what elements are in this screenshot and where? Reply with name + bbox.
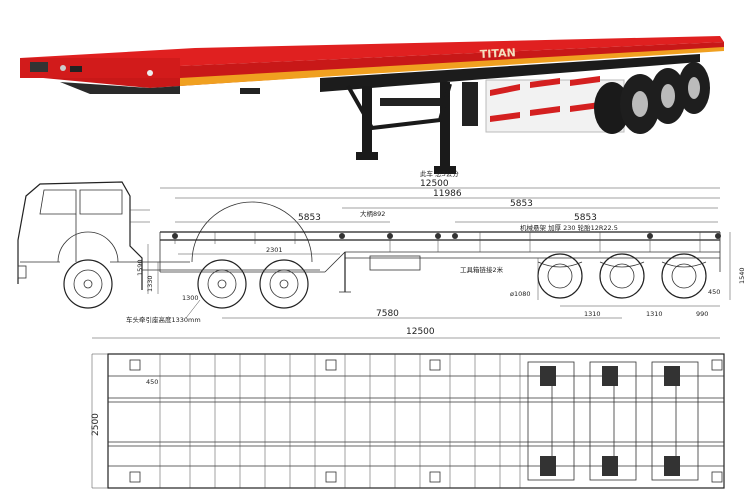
dim-height-deck: 1590 (136, 259, 144, 276)
dim-axle-spacing-2: 1310 (646, 310, 663, 318)
dim-width: 2500 (91, 413, 101, 436)
lock-plates (129, 359, 723, 483)
photo-wheels (594, 62, 710, 134)
dim-kingpin: 2301 (266, 246, 283, 254)
plan-view: 2500 450 (91, 353, 725, 489)
landing-leg-2 (440, 82, 450, 170)
gooseneck-under (60, 82, 180, 94)
label-spare: 大柄892 (360, 209, 385, 218)
front-light-center (60, 65, 66, 71)
deck-top (20, 36, 724, 66)
tractor-cab (17, 181, 320, 309)
plan-outline (107, 353, 725, 489)
dim-seg-left: 5853 (298, 213, 321, 223)
dim-lock-offset: 450 (146, 378, 158, 386)
reflector-6 (570, 102, 600, 112)
cross-members (159, 354, 521, 488)
twist-locks (172, 233, 721, 239)
front-connector (70, 66, 82, 72)
dim-axle-spacing-1: 1310 (584, 310, 601, 318)
dim-deck: 11986 (433, 189, 462, 199)
landing-foot-1 (356, 152, 378, 160)
dim-kingpin-offset: 1300 (182, 294, 199, 302)
side-dimensions: 12500 11986 5853 5853 5853 大柄892 机械悬架 加厚… (92, 179, 746, 339)
landing-brace (346, 83, 452, 131)
dim-overall-side: 12500 (420, 179, 449, 189)
crank-bar (380, 98, 440, 106)
brand-text: TITAN (479, 46, 516, 61)
dim-seg-top-right: 5853 (510, 199, 533, 209)
dim-rear-overhang: 990 (696, 310, 708, 318)
deck-stripe (180, 47, 724, 86)
reflector-2 (530, 78, 560, 88)
deck-side (22, 42, 724, 88)
dim-seg-right: 5853 (574, 213, 597, 223)
deck-front (20, 58, 180, 78)
label-suspension: 机械悬架 加厚 230 轮胎12R22.5 (520, 223, 618, 232)
label-toolbox: 工具箱链接2米 (460, 265, 504, 274)
deck-stakes (174, 232, 701, 252)
front-light-left (30, 62, 48, 72)
landing-foot-2 (434, 166, 456, 174)
dim-overall-bottom: 12500 (406, 327, 435, 337)
dim-rear-height: 1540 (738, 267, 746, 284)
front-light-right (147, 70, 153, 76)
side-wheels (537, 253, 707, 299)
spare-bracket (462, 82, 478, 126)
label-fifth-wheel: 车头牵引座高度1330mm (126, 315, 201, 324)
dim-tire: ø1080 (510, 290, 531, 298)
side-view: 12500 11986 5853 5853 5853 大柄892 机械悬架 加厚… (17, 179, 746, 339)
main-beam (320, 54, 700, 92)
dim-height-lower: 1330 (146, 275, 154, 292)
reflector-5 (530, 106, 560, 116)
trailer-side-frame (159, 231, 721, 300)
chassis-part (240, 88, 260, 94)
plan-axles (527, 361, 699, 481)
toolbox (369, 255, 421, 271)
dim-axle-front: 7580 (376, 309, 399, 319)
reflector-3 (570, 76, 600, 86)
trailer-photo: TITAN 此车 总3公分 (20, 36, 724, 178)
top-note: 此车 总3公分 (420, 169, 459, 178)
dim-rear-low: 450 (708, 288, 720, 296)
reflector-4 (490, 112, 520, 122)
reflector-1 (490, 84, 520, 96)
